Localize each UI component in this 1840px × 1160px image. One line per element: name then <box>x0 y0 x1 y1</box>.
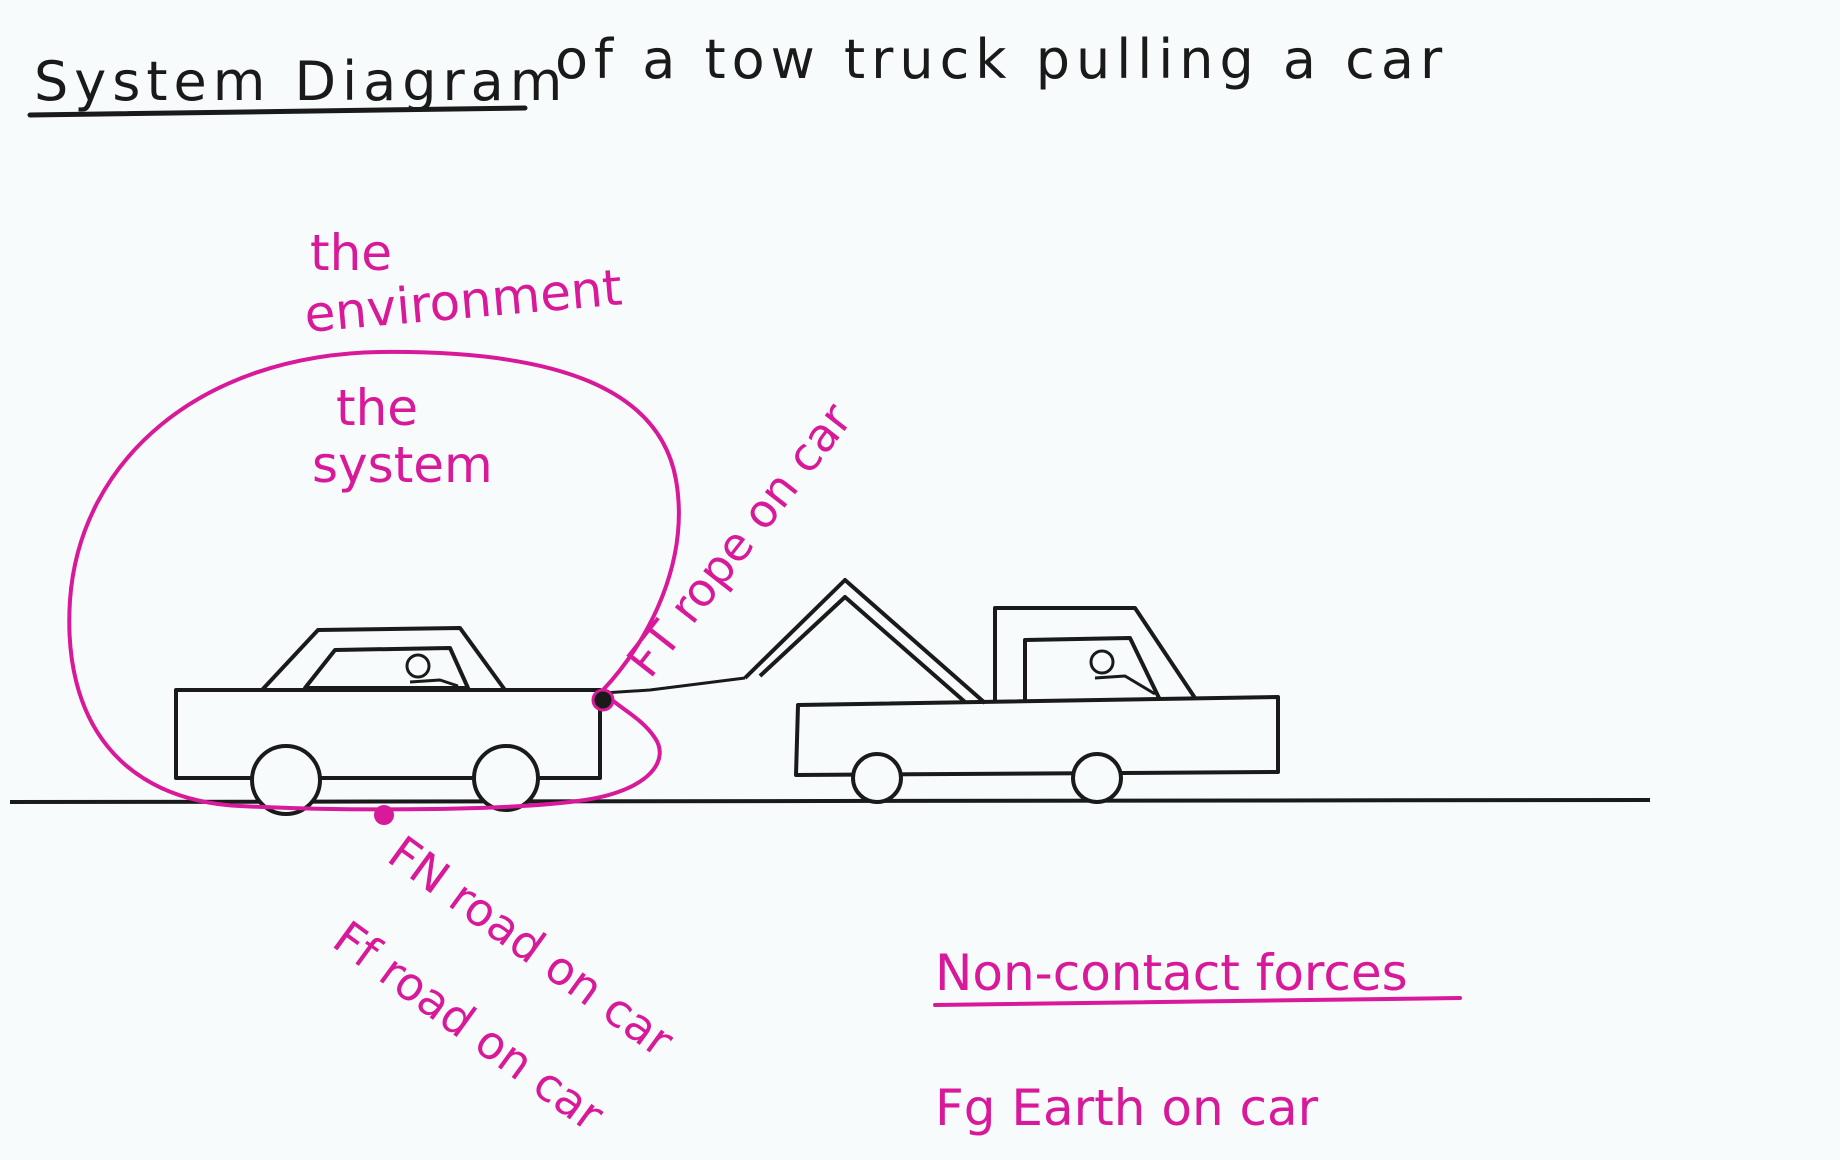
tow-truck <box>743 578 1280 804</box>
environment-label-line1: the <box>310 224 392 282</box>
title-underlined-text: System Diagram <box>34 50 568 113</box>
road-line <box>9 798 1651 804</box>
car-driver <box>405 653 459 688</box>
car <box>174 626 602 816</box>
title-rest-text: of a tow truck pulling a car <box>555 28 1448 91</box>
non-contact-heading: Non-contact forces <box>935 944 1408 1002</box>
title-underline <box>27 105 528 118</box>
tow-boom-inner <box>758 595 967 704</box>
tension-force-label: FT rope on car <box>616 393 862 687</box>
gravity-force-label: Fg Earth on car <box>935 1079 1319 1137</box>
car-front-wheel <box>472 744 540 812</box>
rope-contact-point <box>591 688 615 712</box>
tow-boom-outer <box>743 578 987 705</box>
truck-cab <box>993 606 1197 703</box>
car-rear-wheel <box>250 744 322 816</box>
truck-front-wheel <box>1071 752 1123 804</box>
system-boundary <box>67 349 681 812</box>
truck-body <box>794 695 1280 777</box>
non-contact-underline <box>933 996 1462 1007</box>
truck-cab-window <box>1023 636 1162 701</box>
truck-driver <box>1089 649 1156 696</box>
car-window <box>303 646 470 690</box>
tow-rope <box>602 676 746 695</box>
truck-rear-wheel <box>851 752 903 804</box>
car-roof <box>260 626 507 692</box>
normal-force-label: FN road on car <box>379 825 684 1067</box>
system-label-line2: system <box>312 436 493 494</box>
system-label-line1: the <box>336 379 418 437</box>
road-contact-point <box>374 805 394 825</box>
